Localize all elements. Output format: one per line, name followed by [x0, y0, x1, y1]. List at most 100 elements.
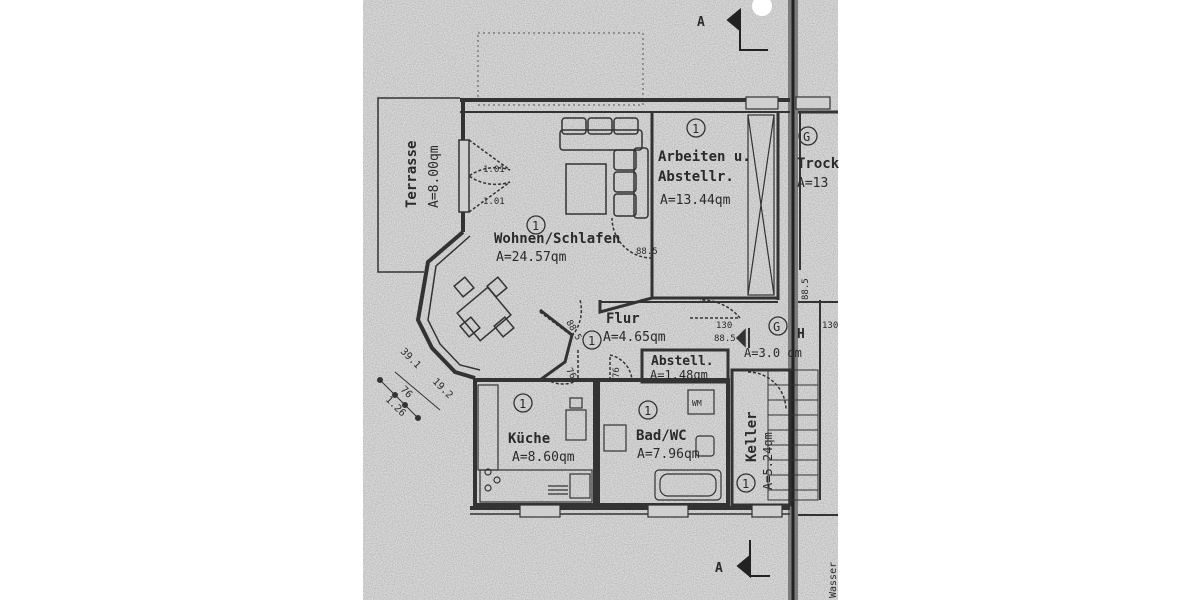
window-top-right	[745, 96, 779, 110]
circle-hall-g	[768, 316, 788, 336]
sofa-side-2	[613, 171, 637, 193]
dim-130: 130	[716, 321, 732, 331]
section-line-top	[739, 12, 768, 51]
label-wm: WM	[692, 399, 702, 408]
label-trocken: Trock	[797, 156, 840, 172]
label-terrasse: Terrasse	[404, 141, 420, 208]
entry-arrow	[735, 328, 746, 348]
door-swing-2	[468, 175, 511, 213]
toilet	[695, 435, 715, 457]
sofa-side-3	[613, 193, 637, 217]
washbasin	[603, 424, 627, 452]
dim-dot-3	[402, 402, 408, 408]
sofa-seat-1	[561, 117, 587, 135]
storage-rack	[747, 114, 775, 296]
living-furniture	[453, 117, 653, 342]
window-bottom-keller	[751, 504, 783, 518]
door-swing-1	[468, 139, 511, 177]
punch-hole	[752, 0, 772, 16]
door-keller	[747, 371, 787, 411]
windows	[519, 96, 831, 518]
label-flur: Flur	[606, 311, 640, 327]
area-wohnen: A=24.57qm	[496, 250, 567, 265]
dim-885-living: 88.5	[636, 247, 658, 257]
dim-dot-2	[392, 392, 398, 398]
dim-885-entry: 88.5	[714, 334, 736, 344]
section-label-bottom: A	[715, 561, 723, 576]
dim-line-1	[377, 377, 421, 421]
window-top-right-2	[795, 96, 831, 110]
dim-76-bath: 76	[612, 367, 622, 378]
dim-line-2	[394, 371, 441, 411]
stove-ring-2	[493, 476, 501, 484]
dim-885-right: 88.5	[801, 278, 811, 300]
num-arbeiten: 1	[692, 122, 699, 136]
door-kitchen	[547, 350, 579, 385]
circle-trocken	[798, 126, 818, 146]
flur-details	[547, 299, 787, 411]
label-abstell: Abstell.	[651, 354, 714, 369]
kitchen-table	[565, 409, 587, 441]
dim-dot-1	[377, 377, 383, 383]
chair-3	[459, 316, 481, 338]
bathtub	[654, 469, 722, 501]
sofa-side-back	[633, 147, 649, 219]
bay-window	[415, 230, 476, 380]
label-arbeiten-1: Arbeiten u.	[658, 149, 751, 165]
section-label-top: A	[697, 15, 705, 30]
abstell-walls	[640, 348, 730, 384]
area-terrasse: A=8.00qm	[427, 145, 442, 208]
canopy-outline	[477, 32, 644, 106]
door-flur-living	[539, 299, 583, 338]
terrace-door	[458, 139, 511, 213]
dim-76-kitchen: 76	[563, 367, 577, 381]
num-flur: 1	[588, 334, 595, 348]
label-arbeiten-2: Abstellr.	[658, 169, 734, 185]
circle-arbeiten	[686, 118, 706, 138]
sofa-back	[559, 129, 643, 151]
chair-2	[486, 276, 508, 298]
num-trocken: G	[803, 130, 810, 144]
terrace-outline	[377, 97, 460, 273]
num-hall-g: G	[773, 320, 780, 334]
kitchen-fixtures	[477, 384, 593, 503]
area-trocken: A=13	[797, 176, 828, 191]
num-kueche: 1	[519, 397, 526, 411]
label-wasser: Wasser	[828, 562, 839, 598]
label-keller: Keller	[744, 411, 760, 462]
section-marks	[726, 7, 770, 579]
door-flur-entry	[690, 299, 742, 319]
dim-dot-4	[415, 415, 421, 421]
terrace-door-frame	[458, 139, 470, 213]
dim-door-1: 1.01	[483, 165, 505, 175]
bay-dimension-chain	[377, 371, 441, 421]
num-bad: 1	[644, 404, 651, 418]
circle-kueche	[513, 393, 533, 413]
sofa-seat-2	[587, 117, 613, 135]
area-hall: A=3.0 qm	[744, 346, 802, 360]
window-bottom-kitchen	[519, 504, 561, 518]
stove-ring-3	[484, 484, 492, 492]
wall-living-flur	[539, 308, 574, 382]
kitchen-chair	[569, 397, 583, 409]
circle-keller	[736, 473, 756, 493]
bath-fixtures	[603, 389, 722, 501]
bathtub-inner	[659, 473, 717, 497]
kitchen-counter-bottom	[479, 469, 593, 503]
rack-outline	[747, 114, 775, 296]
circle-flur	[582, 330, 602, 350]
stove-ring-1	[484, 468, 492, 476]
sofa-side-1	[613, 149, 637, 171]
stairs	[767, 369, 819, 501]
circle-wohnen	[526, 215, 546, 235]
area-keller: A=5.24qm	[761, 432, 775, 490]
window-bottom-bath	[647, 504, 689, 518]
section-line-bottom	[749, 540, 770, 577]
letter-hall-h: H	[797, 327, 805, 342]
label-kueche: Küche	[508, 431, 550, 447]
room-number-circles	[513, 118, 818, 493]
circle-bad	[638, 400, 658, 420]
bay-window-inner	[427, 235, 481, 371]
area-flur: A=4.65qm	[603, 330, 666, 345]
